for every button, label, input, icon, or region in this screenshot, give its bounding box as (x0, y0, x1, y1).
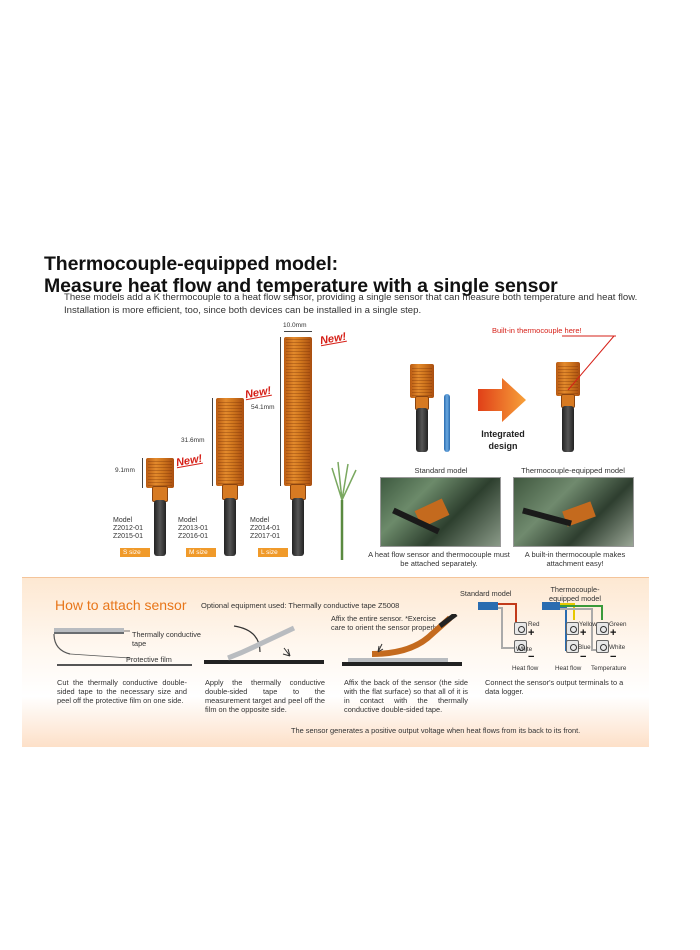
standard-model-caption: Standard model (414, 466, 468, 475)
tape-label: Thermally conductive tape (132, 630, 201, 648)
new-tag: New! (319, 330, 348, 348)
terminal-white-2 (596, 640, 609, 653)
wire-yellow-label: Yellow (579, 621, 597, 628)
wire-blue-label: Blue (578, 644, 591, 651)
sensor-m-cable (224, 498, 236, 556)
sensor-s-dimension: 9.1mm (115, 467, 135, 474)
builtin-callout: Built-in thermocouple here! (492, 326, 582, 335)
tc-model-note: A built-in thermocouple makes attachment… (524, 550, 626, 568)
wire-red-label: Red (528, 621, 540, 628)
step1-diagram (53, 628, 130, 659)
step3-text: Affix the back of the sensor (the side w… (344, 678, 468, 714)
tc-sensor-body (556, 362, 580, 396)
sensor-s-model: Model Z2012-01 Z2015-01 (113, 517, 143, 540)
terminal-white (514, 640, 527, 653)
size-badge-l: L size (258, 548, 288, 557)
temperature-label: Temperature (591, 665, 627, 672)
wire-white2-label: White (609, 644, 626, 651)
heat-flow-label: Heat flow (512, 665, 539, 672)
tc-model-caption: Thermocouple-equipped model (521, 466, 625, 475)
arrow-right-icon (478, 378, 526, 422)
step2-diagram (204, 625, 324, 664)
plus-sign: + (528, 627, 535, 639)
thermocouple-wire-image (331, 461, 357, 560)
integrated-design-label: Integrated design (481, 429, 525, 451)
step2-text: Apply the thermally conductive double-si… (205, 678, 325, 714)
sensor-l-width-dimension: 10.0mm (283, 322, 307, 329)
terminal-blue (566, 640, 579, 653)
wire-white-label: White (516, 646, 533, 653)
standard-sensor-cable (416, 408, 428, 452)
sensor-m-dimension: 31.6mm (181, 437, 205, 444)
minus-sign: − (528, 651, 535, 663)
optional-equipment: Optional equipment used: Thermally condu… (201, 601, 400, 610)
how-to-title: How to attach sensor (55, 597, 187, 613)
heat-flow-label-2: Heat flow (555, 665, 582, 672)
page-title: Thermocouple-equipped model: Measure hea… (44, 253, 558, 297)
footer-note: The sensor generates a positive output v… (291, 726, 581, 735)
size-badge-s: S size (120, 548, 150, 557)
film-label: Protective film (126, 655, 172, 664)
sensor-l-model: Model Z2014-01 Z2017-01 (250, 517, 280, 540)
new-tag: New! (244, 384, 273, 402)
plus-sign: + (580, 627, 587, 639)
sensor-l-body (284, 337, 312, 486)
standard-model-photo (380, 477, 501, 547)
tc-model-photo (513, 477, 634, 547)
minus-sign: − (580, 651, 587, 663)
intro-paragraph: These models add a K thermocouple to a h… (64, 292, 638, 316)
step3-diagram (342, 614, 462, 666)
sensor-s-body (146, 458, 174, 488)
standard-sensor-body (410, 364, 434, 398)
tc-sensor-cable (562, 406, 574, 452)
separate-thermocouple (444, 394, 450, 452)
wire-green-label: Green (609, 621, 627, 628)
sensor-m-body (216, 398, 244, 486)
step4-text: Connect the sensor's output terminals to… (485, 678, 624, 696)
sensor-s-cable (154, 500, 166, 556)
standard-model-note: A heat flow sensor and thermocouple must… (368, 550, 510, 568)
terminal-green (596, 622, 609, 635)
sensor-l-cable (292, 498, 304, 556)
wiring-tc-label: Thermocouple-equipped model (549, 585, 601, 603)
wiring-standard-label: Standard model (460, 589, 512, 598)
sensor-l-dimension: 54.1mm (251, 404, 275, 411)
sensor-m-model: Model Z2013-01 Z2016-01 (178, 517, 208, 540)
terminal-yellow (566, 622, 579, 635)
step1-text: Cut the thermally conductive double-side… (57, 678, 187, 705)
minus-sign: − (610, 651, 617, 663)
terminal-red (514, 622, 527, 635)
title-line-2: Measure heat flow and temperature with a… (44, 275, 558, 297)
plus-sign: + (610, 627, 617, 639)
new-tag: New! (175, 452, 204, 470)
size-badge-m: M size (186, 548, 216, 557)
title-line-1: Thermocouple-equipped model: (44, 253, 339, 275)
step3-note: Affix the entire sensor. *Exercise care … (331, 614, 440, 632)
